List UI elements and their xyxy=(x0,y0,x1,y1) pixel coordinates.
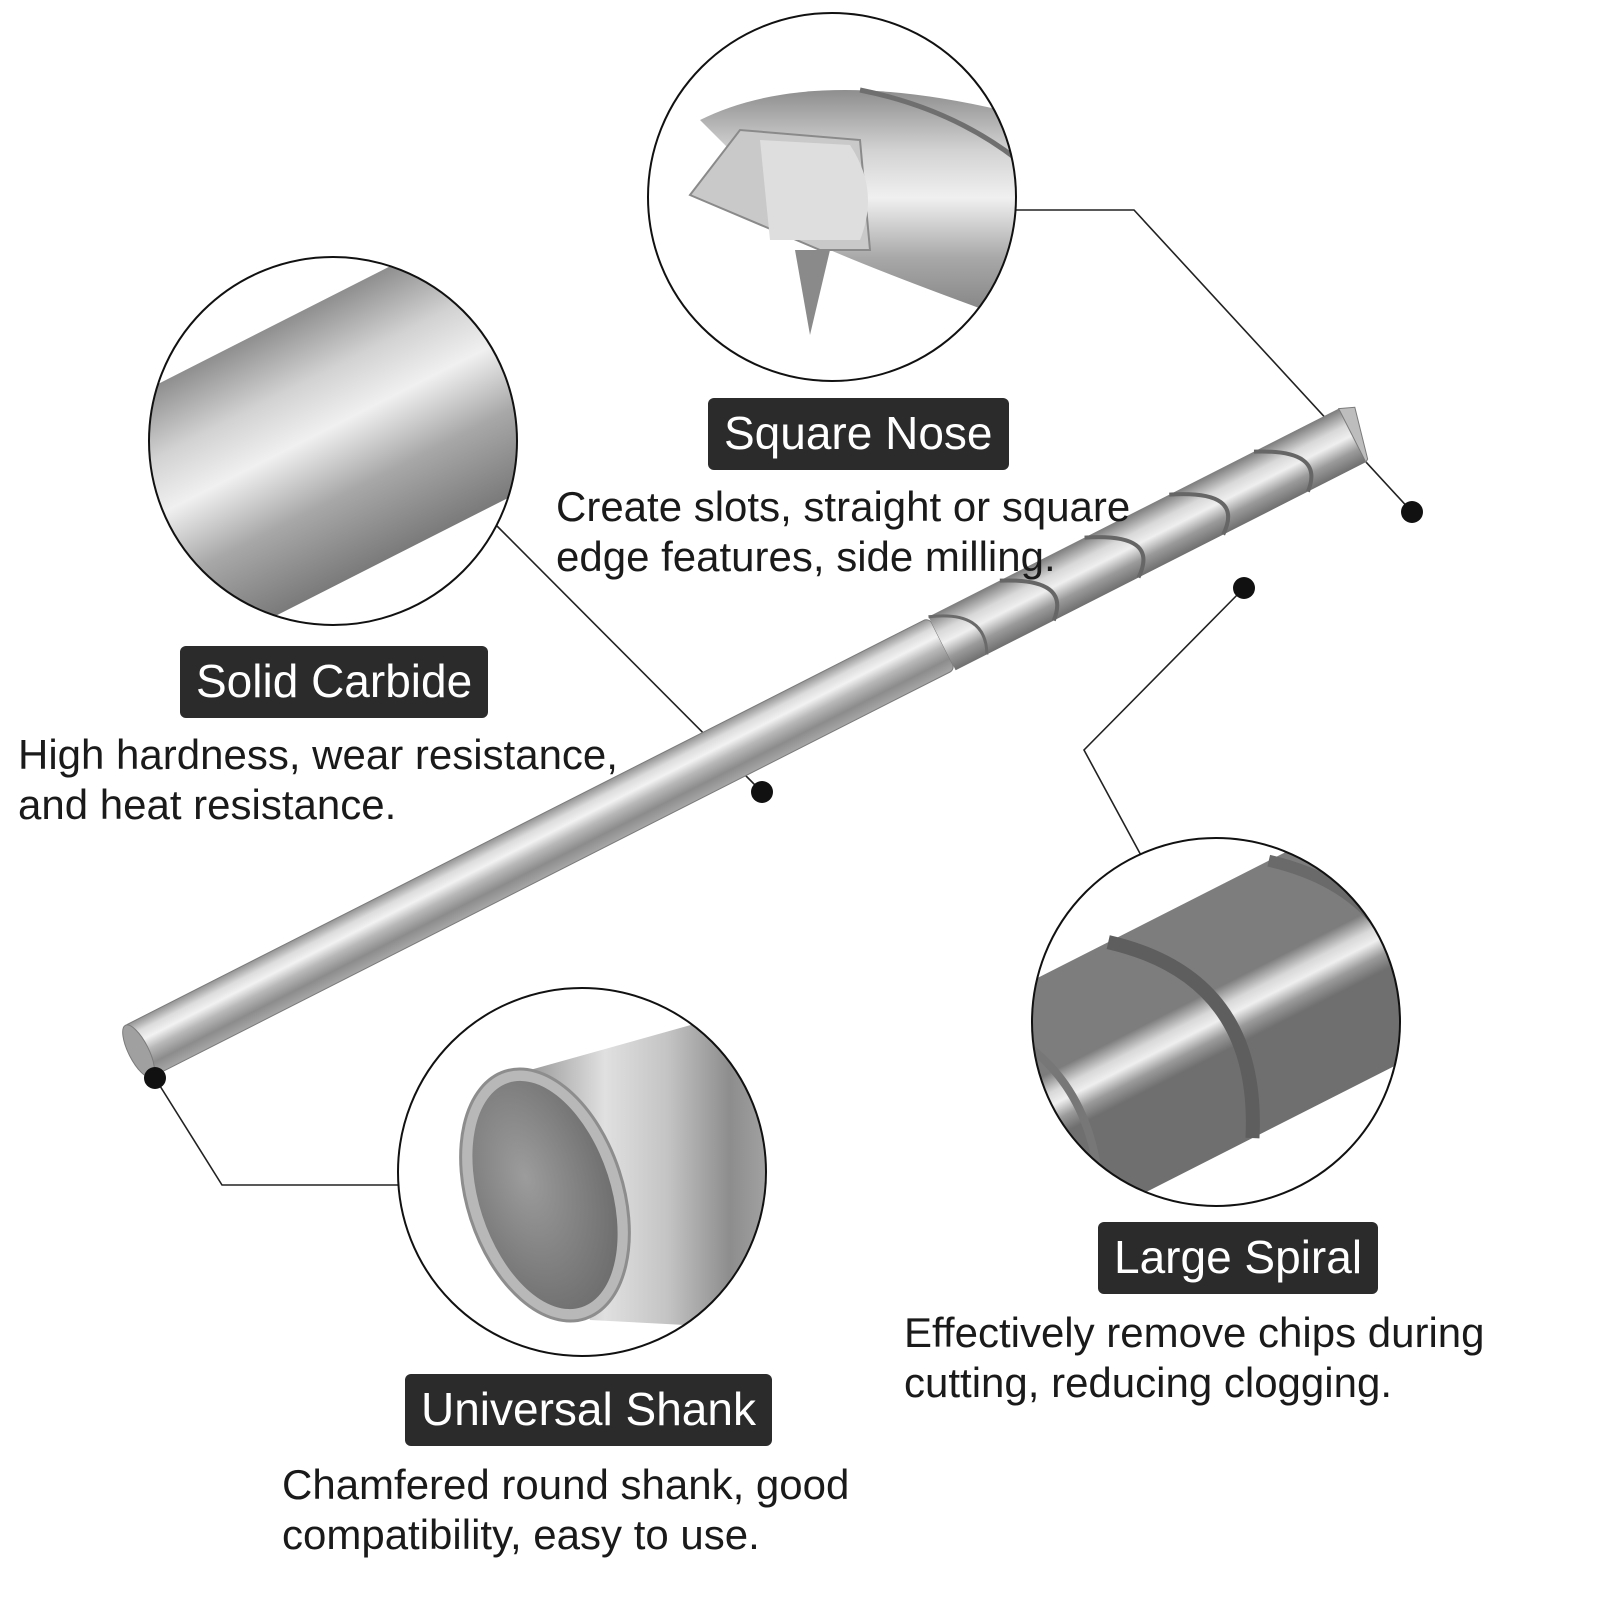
shank-surface-closeup xyxy=(148,256,518,626)
callout-dots xyxy=(144,501,1423,1089)
large-spiral-description: Effectively remove chips during cutting,… xyxy=(904,1308,1485,1408)
universal-shank-line-1: Chamfered round shank, good xyxy=(282,1461,850,1508)
spiral-flute-closeup xyxy=(1031,837,1401,1207)
square-nose-description: Create slots, straight or square edge fe… xyxy=(556,482,1130,582)
large-spiral-line-1: Effectively remove chips during xyxy=(904,1309,1485,1356)
chamfered-shank-end-closeup xyxy=(397,987,767,1357)
solid-carbide-line-2: and heat resistance. xyxy=(18,781,397,828)
solid-carbide-title: Solid Carbide xyxy=(180,646,489,718)
square-nose-line-2: edge features, side milling. xyxy=(556,533,1056,580)
square-nose-title: Square Nose xyxy=(708,398,1009,470)
end-mill-product-image xyxy=(122,406,1369,1078)
square-nose-closeup xyxy=(647,12,1017,382)
universal-shank-description: Chamfered round shank, good compatibilit… xyxy=(282,1460,849,1560)
universal-shank-line-2: compatibility, easy to use. xyxy=(282,1511,760,1558)
large-spiral-line-2: cutting, reducing clogging. xyxy=(904,1359,1392,1406)
square-nose-line-1: Create slots, straight or square xyxy=(556,483,1131,530)
large-spiral-title: Large Spiral xyxy=(1098,1222,1379,1294)
solid-carbide-description: High hardness, wear resistance, and heat… xyxy=(18,730,618,830)
universal-shank-title: Universal Shank xyxy=(405,1374,772,1446)
solid-carbide-line-1: High hardness, wear resistance, xyxy=(18,731,618,778)
